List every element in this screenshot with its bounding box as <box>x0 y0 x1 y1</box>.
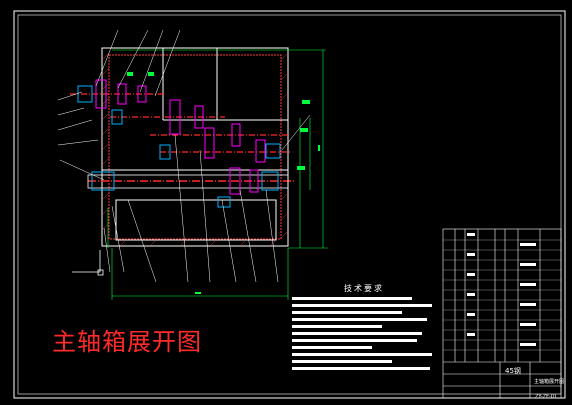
technical-notes <box>292 297 432 370</box>
drawing-caption: 主轴箱展开图 <box>52 328 202 356</box>
bom-rows <box>443 239 561 351</box>
bom-entries <box>467 233 536 346</box>
section-hatching <box>101 52 289 247</box>
outer-frame <box>13 10 566 399</box>
technical-notes-title: 技术要求 <box>344 284 384 293</box>
dimension-text-marks <box>195 145 320 294</box>
bearings <box>77 85 281 208</box>
hub-markers <box>127 72 310 170</box>
gears <box>95 79 266 195</box>
title-block-code: ZY-ZF-01 <box>535 394 558 400</box>
title-block <box>442 228 562 399</box>
spindle-body <box>87 174 289 189</box>
inner-frame <box>17 14 562 395</box>
leader-lines <box>57 29 311 283</box>
shafts <box>70 93 295 182</box>
title-block-name: 主轴箱展开图 <box>534 379 565 385</box>
dimension-lines <box>107 49 328 300</box>
ucs-icon <box>72 250 104 276</box>
title-block-material: 45钢 <box>505 367 521 375</box>
housing <box>101 47 289 247</box>
